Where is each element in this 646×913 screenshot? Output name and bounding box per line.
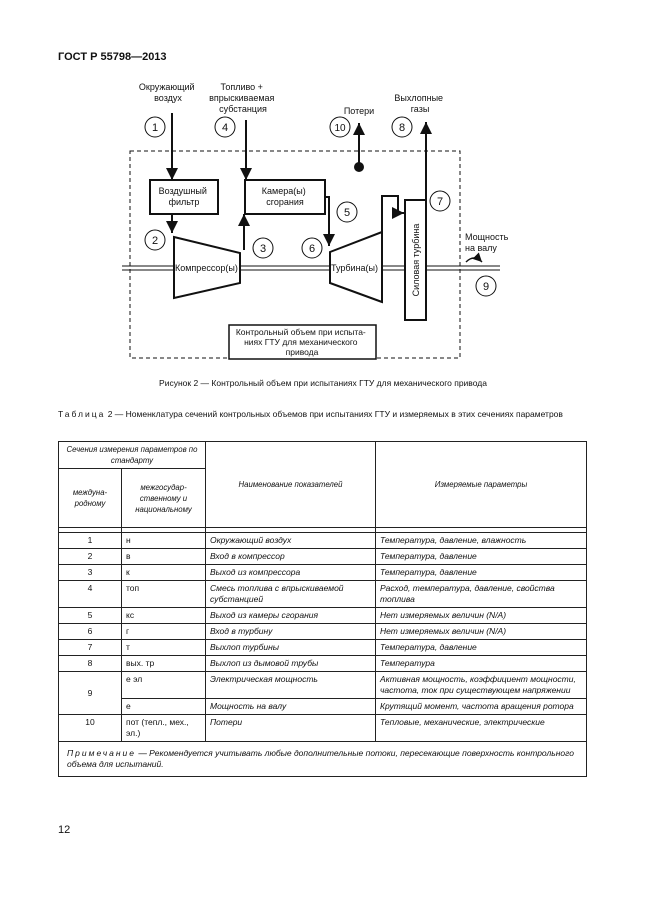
- svg-text:3: 3: [260, 243, 266, 255]
- power-turbine-box: [404, 199, 427, 321]
- section-marker-4: 4: [214, 116, 236, 138]
- label-exhaust: Выхлопные газы: [394, 93, 445, 114]
- table-subheader-row: междуна­родному межгосудар­ственному и н…: [58, 468, 587, 528]
- figure-caption: Рисунок 2 — Контрольный объем при испыта…: [159, 378, 487, 388]
- svg-text:7: 7: [437, 196, 443, 208]
- document-header: ГОСТ Р 55798—2013: [58, 51, 167, 63]
- svg-text:4: 4: [222, 122, 228, 134]
- section-marker-9: 9: [475, 275, 497, 297]
- section-marker-6: 6: [301, 237, 323, 259]
- section-marker-5: 5: [336, 201, 358, 223]
- rotation-arrow-icon: [465, 252, 483, 263]
- header-national: межгосудар­ственному и национальному: [121, 468, 206, 528]
- label-fuel: Топливо + впрыскиваемая субстанция: [209, 82, 277, 114]
- svg-text:1: 1: [152, 122, 158, 134]
- svg-text:8: 8: [399, 122, 405, 134]
- section-marker-3: 3: [252, 237, 274, 259]
- table-header-row: Сечения измерения параметров по стандарт…: [58, 441, 587, 528]
- header-sections: Сечения измерения параметров по стандарт…: [58, 441, 206, 469]
- section-marker-10: 10: [329, 116, 351, 138]
- table-note-row: Примечание — Рекомендуется учитывать люб…: [58, 741, 587, 777]
- turbine-shape: [329, 230, 383, 304]
- page-number: 12: [58, 824, 71, 836]
- header-intl: междуна­родному: [58, 468, 122, 528]
- svg-text:6: 6: [309, 243, 315, 255]
- compressor-label: Компрессор(ы): [175, 263, 238, 273]
- control-volume-label-box: [228, 324, 377, 360]
- svg-text:5: 5: [344, 207, 350, 219]
- label-air: Окружающий воздух: [139, 82, 197, 103]
- combustor-box: [244, 179, 326, 215]
- svg-text:2: 2: [152, 235, 158, 247]
- air-filter-box: [149, 179, 219, 215]
- power-turbine-label: Силовая турбина: [411, 224, 421, 297]
- control-volume-diagram: Окружающий воздух Топливо + впрыскиваема…: [122, 82, 511, 360]
- label-losses: Потери: [344, 106, 374, 116]
- shaft-power-label: Мощность на валу: [465, 232, 511, 253]
- losses-point: [354, 162, 364, 172]
- nomenclature-table: Сечения измерения параметров по стандарт…: [58, 441, 587, 777]
- combustor-label: Камера(ы) сгорания: [262, 186, 308, 207]
- header-name: Наименование показателей: [205, 441, 376, 528]
- air-filter-label: Воздушный фильтр: [159, 186, 210, 207]
- section-marker-1: 1: [144, 116, 166, 138]
- section-marker-2: 2: [144, 229, 166, 251]
- svg-text:9: 9: [483, 281, 489, 293]
- compressor-shape: [173, 235, 241, 300]
- table-caption: Таблица 2 — Номенклатура сечений контрол…: [58, 409, 563, 419]
- section-marker-7: 7: [429, 190, 451, 212]
- header-measured: Измеряемые параметры: [375, 441, 587, 528]
- section-marker-8: 8: [391, 116, 413, 138]
- control-volume-label: Контрольный объем при испыта- ниях ГТУ д…: [236, 327, 368, 357]
- turbine-label: Турбина(ы): [331, 263, 378, 273]
- table-note: Примечание — Рекомендуется учитывать люб…: [58, 741, 587, 777]
- svg-text:10: 10: [334, 123, 346, 134]
